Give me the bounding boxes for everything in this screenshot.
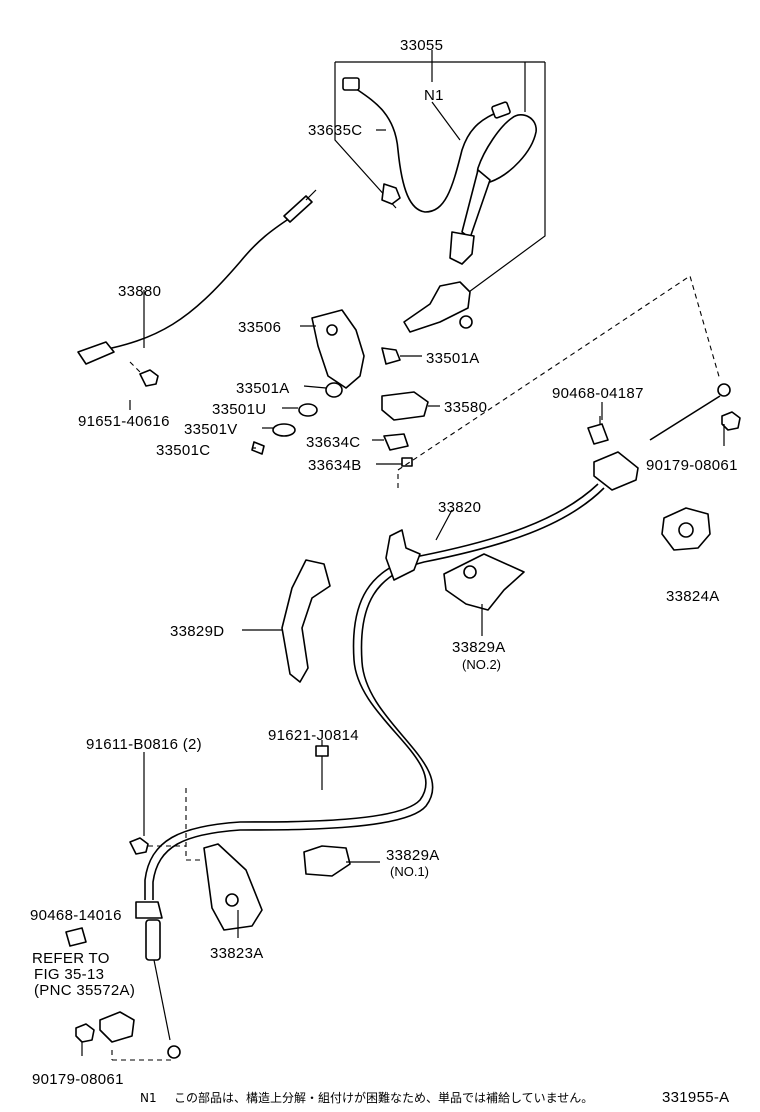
label-33634b: 33634B	[308, 457, 362, 474]
label-33501c: 33501C	[156, 442, 210, 459]
label-33820: 33820	[438, 499, 481, 516]
label-33055: 33055	[400, 37, 443, 54]
lock-cable-33880	[77, 189, 317, 410]
shift-control-cable-33820	[135, 383, 741, 1059]
label-33635c: 33635C	[308, 122, 362, 139]
label-33829d: 33829D	[170, 623, 224, 640]
label-91621-j0814: 91621-J0814	[268, 727, 359, 744]
label-90179-08061-bottom: 90179-08061	[32, 1071, 124, 1088]
footer-note-key: N1	[140, 1091, 157, 1105]
label-33506: 33506	[238, 319, 281, 336]
label-91611-b0816: 91611-B0816 (2)	[86, 736, 202, 753]
label-33824a: 33824A	[666, 588, 720, 605]
part-labels: 33055 N1 33635C 33880 91651-40616 33506 …	[30, 37, 738, 1088]
label-91651-40616: 91651-40616	[78, 413, 170, 430]
label-90468-14016: 90468-14016	[30, 907, 122, 924]
label-n1: N1	[424, 87, 444, 104]
label-33501a-top: 33501A	[426, 350, 480, 367]
bracket-33823a	[185, 788, 263, 938]
label-33880: 33880	[118, 283, 161, 300]
figure-code: 331955-A	[662, 1089, 729, 1106]
label-pnc-35572a: (PNC 35572A)	[34, 982, 135, 999]
label-33829a-no2: 33829A	[452, 639, 506, 656]
bracket-33824a	[661, 507, 711, 551]
label-33823a: 33823A	[210, 945, 264, 962]
label-33580: 33580	[444, 399, 487, 416]
label-33634c: 33634C	[306, 434, 360, 451]
label-fig-35-13: FIG 35-13	[34, 966, 104, 983]
label-33829a-no1: 33829A	[386, 847, 440, 864]
footer: N1 この部品は、構造上分解・組付けが困難なため、単品では補給していません。 3…	[140, 1089, 729, 1106]
label-90468-04187: 90468-04187	[552, 385, 644, 402]
label-33501v: 33501V	[184, 421, 238, 438]
label-33501u: 33501U	[212, 401, 266, 418]
shift-bracket-33506	[251, 275, 721, 488]
label-no2: (NO.2)	[462, 657, 501, 672]
shift-lever-assembly	[334, 50, 546, 333]
clamp-33829a-no2	[443, 553, 525, 636]
label-90179-08061-top: 90179-08061	[646, 457, 738, 474]
label-refer-to: REFER TO	[32, 950, 110, 967]
label-no1: (NO.1)	[390, 864, 429, 879]
label-33501a: 33501A	[236, 380, 290, 397]
clamp-33829a-no1	[303, 845, 380, 877]
footer-note-text: この部品は、構造上分解・組付けが困難なため、単品では補給していません。	[174, 1090, 593, 1105]
bolts	[65, 740, 329, 1061]
bracket-33829d	[242, 559, 331, 683]
